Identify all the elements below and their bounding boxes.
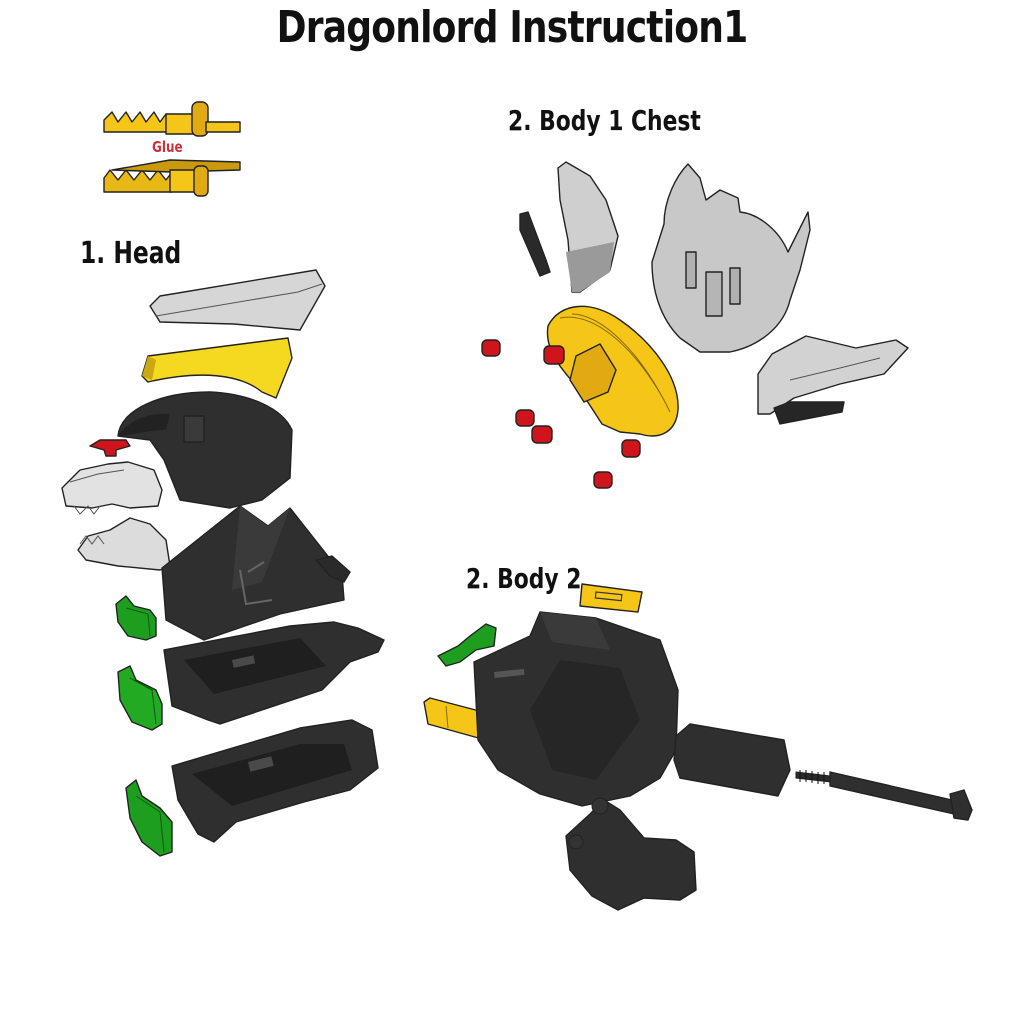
head-yellow-crest <box>141 337 293 399</box>
body2-green-connector <box>437 623 497 667</box>
head-black-neck-block <box>161 505 351 641</box>
chest-black-small-plate <box>519 211 551 277</box>
body2-black-lower-hip <box>565 797 697 911</box>
head-black-neck-plate-1 <box>163 621 385 725</box>
chest-yellow-disc <box>546 305 679 437</box>
page-title: Dragonlord Instruction1 <box>276 2 749 53</box>
chest-grey-side-armor-left <box>557 161 619 293</box>
red-peg-4 <box>531 425 553 444</box>
head-green-clip-3 <box>125 779 173 857</box>
glue-label: Glue <box>152 138 183 156</box>
head-grey-jaw-upper <box>61 461 163 515</box>
head-grey-jaw-lower <box>77 517 171 571</box>
head-grey-crest <box>149 269 326 331</box>
red-peg-3 <box>515 409 535 427</box>
body2-black-torso <box>473 611 679 807</box>
body2-black-waist-cylinder <box>673 723 791 797</box>
head-black-shell <box>117 391 293 509</box>
red-peg-2 <box>543 345 565 365</box>
section-label-body2: 2. Body 2 <box>466 562 582 595</box>
head-green-clip-2 <box>117 665 163 731</box>
section-label-body1-chest: 2. Body 1 Chest <box>508 104 701 137</box>
chest-grey-frame <box>651 163 811 353</box>
chest-grey-side-armor-right <box>757 335 909 415</box>
body2-yellow-tab-top <box>579 583 643 613</box>
red-peg-6 <box>593 471 613 489</box>
chest-black-side-plate <box>773 401 845 425</box>
red-peg-1 <box>481 339 501 357</box>
head-black-neck-plate-2 <box>171 719 379 843</box>
glue-screw-lower <box>103 159 241 197</box>
section-label-head: 1. Head <box>80 236 182 271</box>
red-peg-5 <box>621 439 641 458</box>
body2-black-axle-pin <box>795 770 973 821</box>
glue-screw-upper <box>103 101 241 137</box>
chest-red-pegs <box>481 339 641 489</box>
head-green-clip-1 <box>115 595 157 641</box>
head-red-peg <box>89 439 131 457</box>
